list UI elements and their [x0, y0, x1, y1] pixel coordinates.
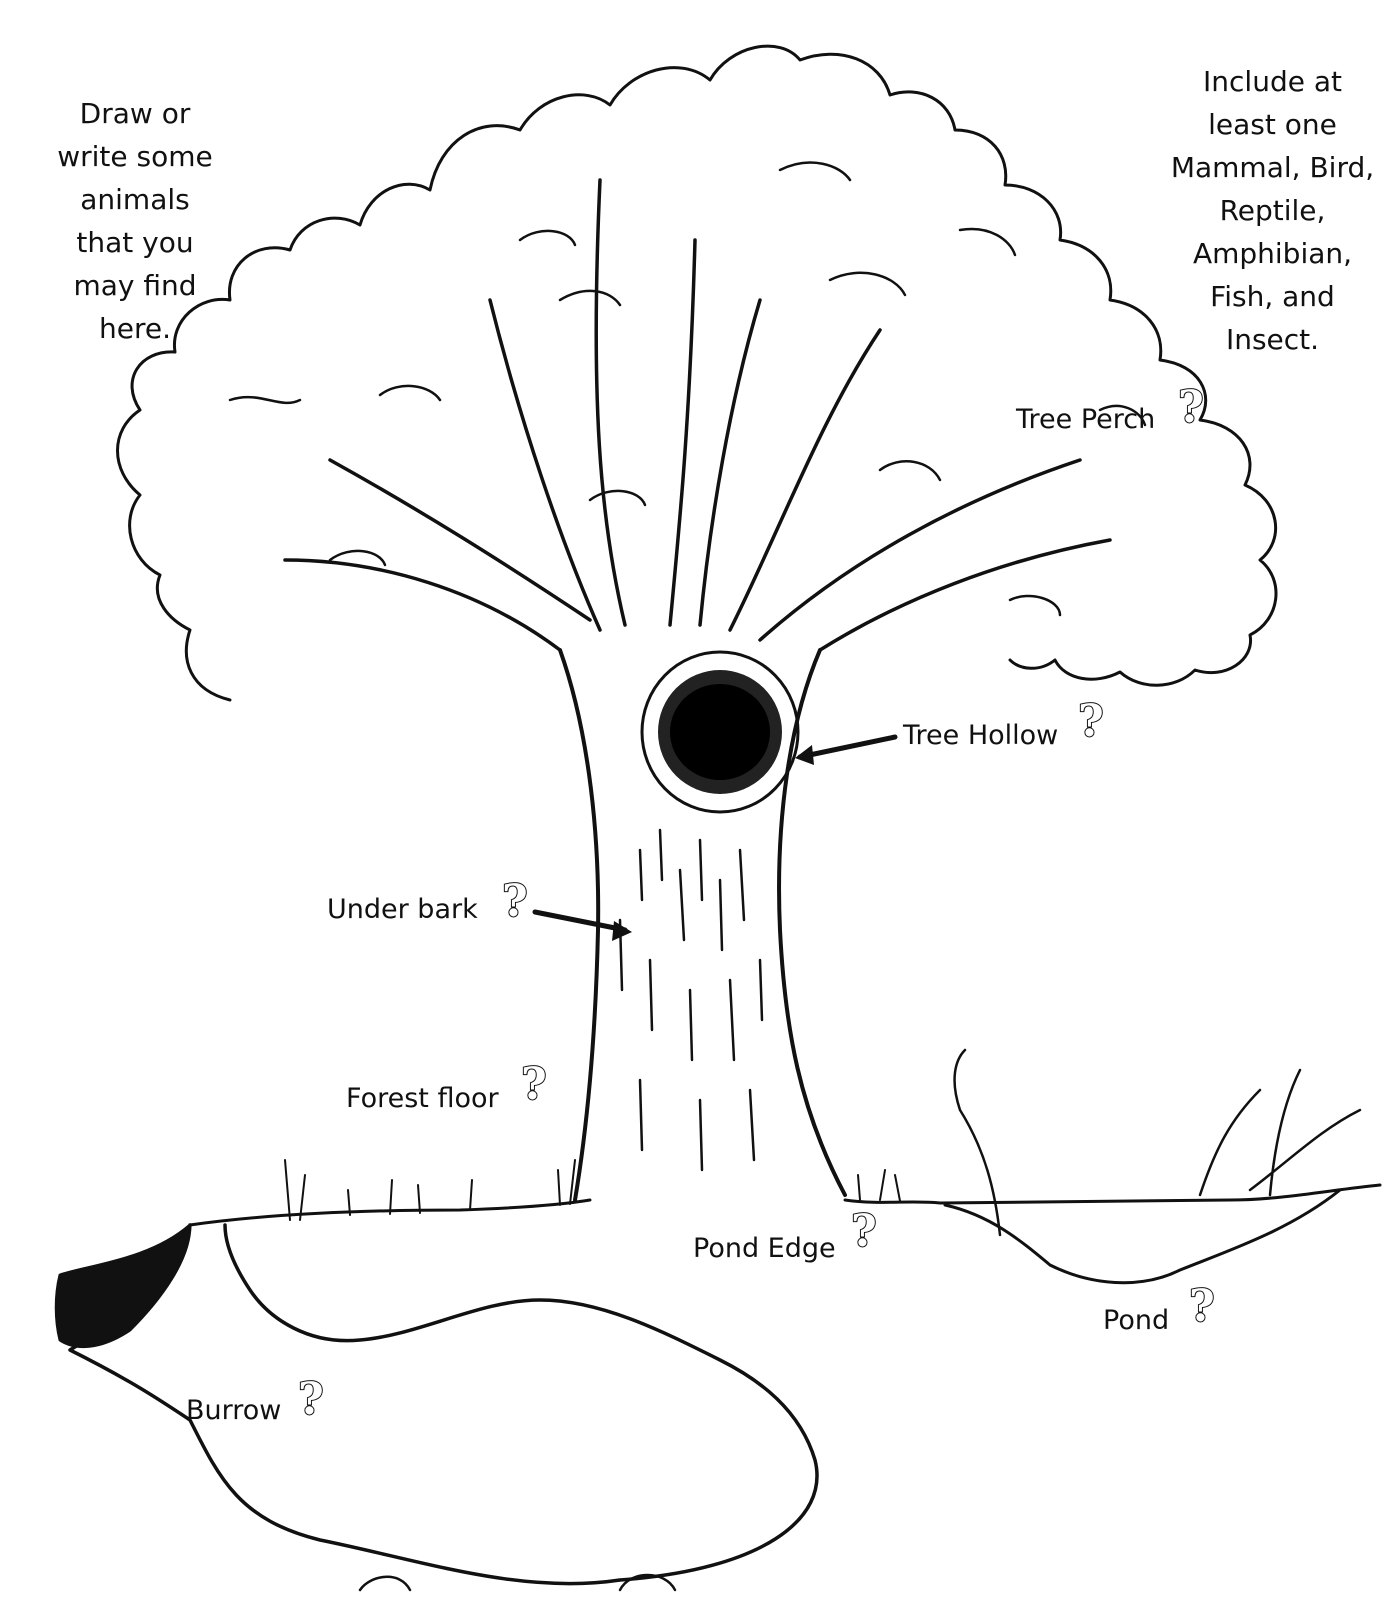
label-pond-edge: Pond Edge [693, 1233, 836, 1265]
under-bark-arrowhead [612, 921, 632, 941]
tree-hollow-hole [642, 652, 798, 812]
label-tree-hollow: Tree Hollow [903, 720, 1058, 752]
question-mark-icon: ? [1078, 700, 1104, 744]
burrow-tunnel [70, 1225, 817, 1584]
instructions-right: Include at least one Mammal, Bird, Repti… [1155, 60, 1390, 361]
label-forest-floor: Forest floor [346, 1083, 499, 1115]
bark-texture [620, 830, 762, 1170]
tree-canopy [118, 46, 1277, 700]
branch-left-mid [490, 180, 625, 630]
label-under-bark: Under bark [327, 894, 478, 926]
reeds-right [1200, 1070, 1360, 1195]
label-pond: Pond [1103, 1305, 1169, 1337]
question-mark-icon: ? [298, 1378, 324, 1422]
reed-left [955, 1050, 1000, 1235]
branch-center [670, 240, 760, 625]
instructions-left: Draw or write some animals that you may … [40, 92, 230, 350]
tree-trunk-right [779, 650, 845, 1195]
label-tree-perch: Tree Perch [1016, 404, 1155, 436]
tree-hollow-arrow [800, 737, 895, 757]
question-mark-icon: ? [521, 1063, 547, 1107]
burrow-opening [56, 1225, 190, 1347]
question-mark-icon: ? [851, 1210, 877, 1254]
question-mark-icon: ? [1178, 386, 1204, 430]
under-bark-arrow [535, 912, 625, 930]
label-burrow: Burrow [186, 1395, 281, 1427]
question-mark-icon: ? [1189, 1285, 1215, 1329]
pond-basin [945, 1190, 1340, 1283]
question-mark-icon: ? [502, 880, 528, 924]
pebbles [360, 1575, 675, 1590]
